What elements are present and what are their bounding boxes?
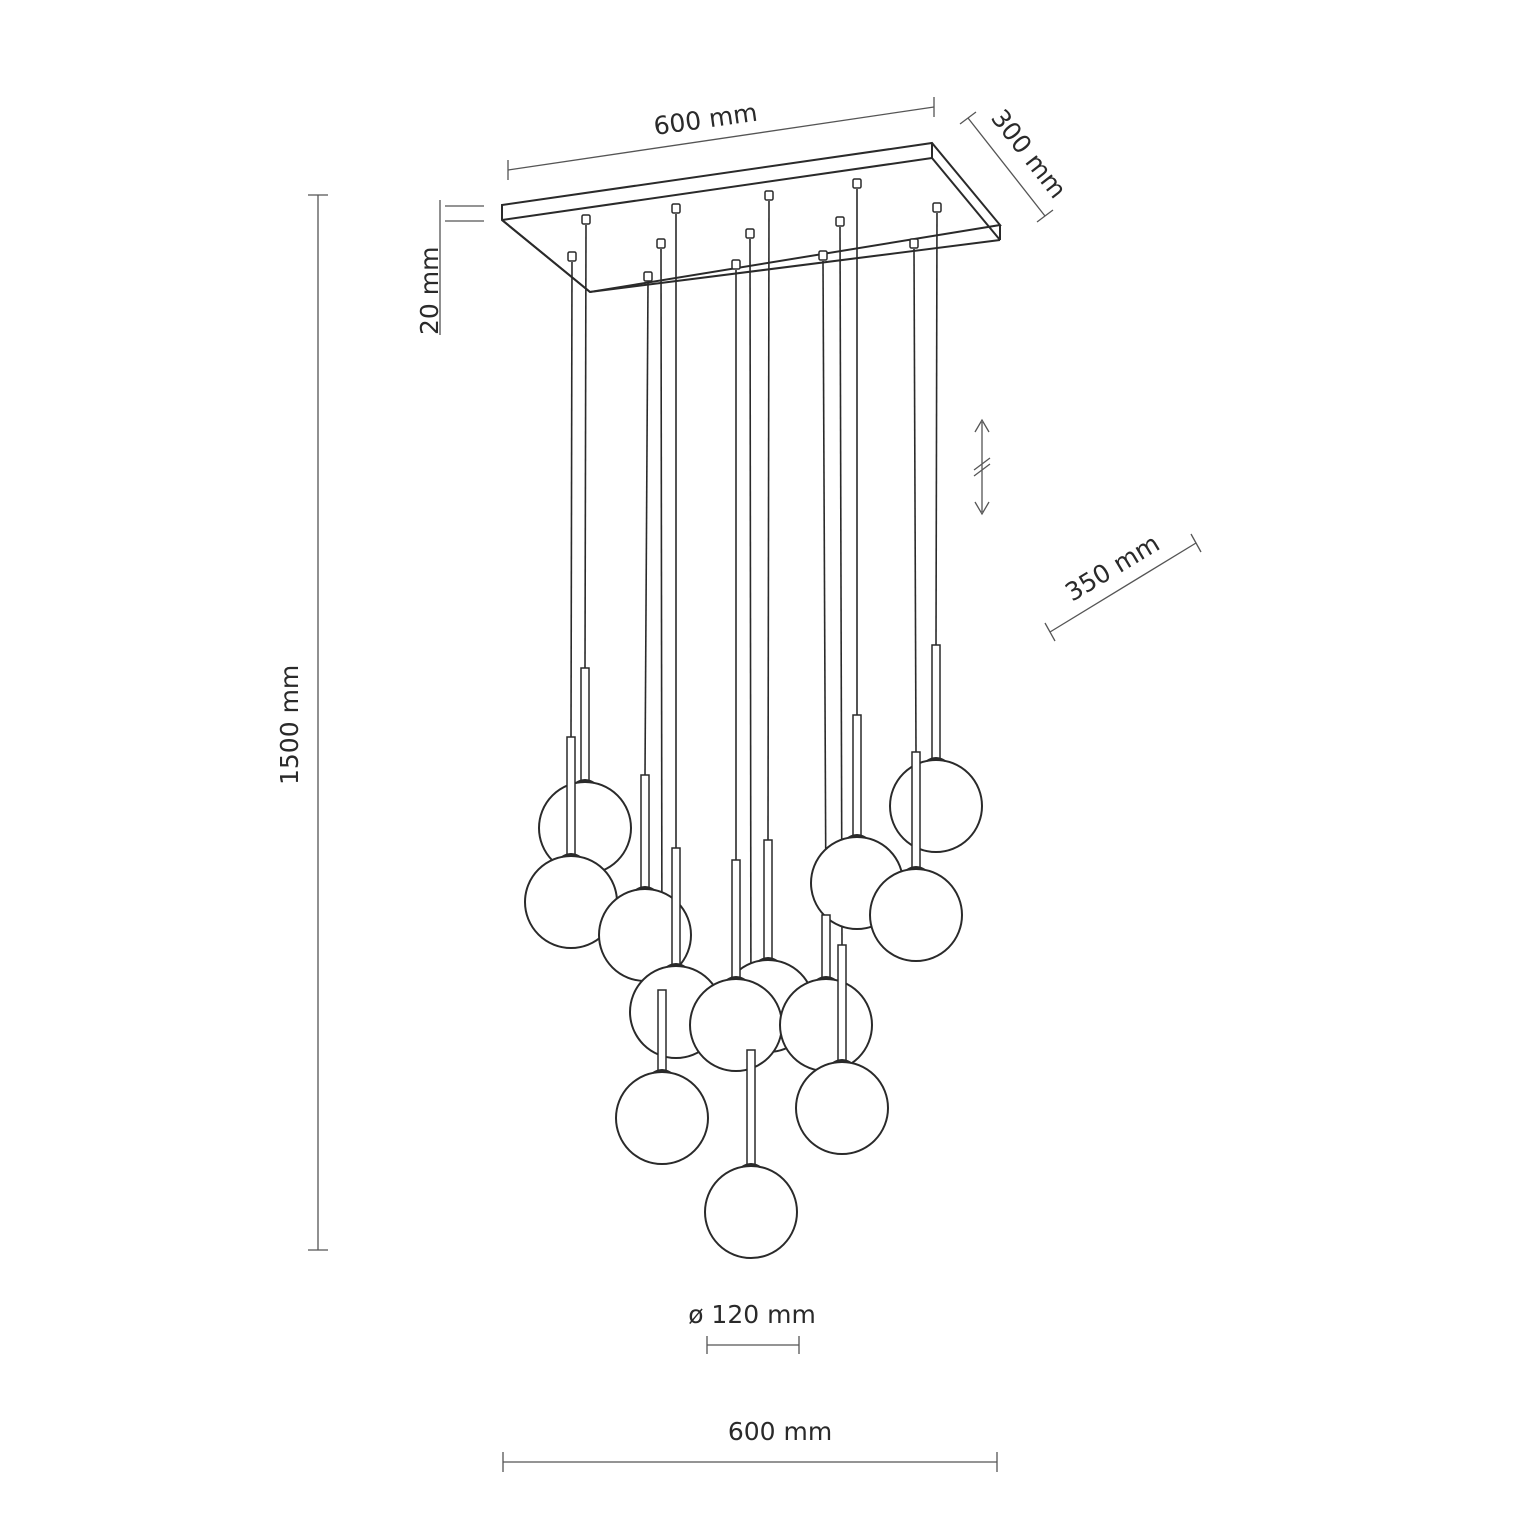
globe-cap [575,779,595,784]
globe-cap [635,886,655,891]
hook-icon [909,238,919,249]
hook-icon [764,190,774,201]
globe-pendant [704,1049,798,1259]
globe-cap [726,976,746,981]
pendant-cord [731,259,741,860]
globe-cap [832,1059,852,1064]
globe-pendant [689,859,783,1072]
pendant-cord [818,250,828,916]
globe-pendant [795,944,889,1155]
globe-pendant [615,989,709,1165]
adjustable-length-icon [973,418,991,516]
globe-pendant [889,644,983,853]
rod-length-dimension: 350 mm [1044,529,1202,642]
pendant-cord [671,203,681,848]
globe-pendant [524,736,618,949]
pendant-cord [656,238,666,991]
hook-icon [818,250,828,261]
canopy-depth-label: 300 mm [985,104,1072,204]
pendant-rod [821,914,831,980]
hook-icon [745,228,755,239]
pendant-cord [581,214,591,669]
globe-diameter-label: ø 120 mm [688,1300,816,1329]
glass-globe [704,1165,798,1259]
globe-cap [816,976,836,981]
hook-icon [567,251,577,262]
canopy-height-label: 20 mm [415,247,444,335]
pendant-cord [643,271,653,776]
globe-cap [561,853,581,858]
hook-icon [643,271,653,282]
glass-globe [779,978,873,1072]
pendant-cord [932,202,942,646]
overall-width-label: 600 mm [728,1417,832,1446]
glass-globe [869,868,963,962]
glass-globe [889,759,983,853]
overall-width-dimension: 600 mm [502,1417,998,1472]
pendant-rod [911,751,921,870]
pendant-cord [567,251,577,738]
globe-cap [652,1069,672,1074]
pendant-rod [763,839,773,961]
globe-diameter-dimension: ø 120 mm [688,1300,816,1354]
pendant-rod [931,644,941,761]
pendant-cord [764,190,774,841]
total-height-dimension: 1500 mm [275,194,328,1251]
rod-length-label: 350 mm [1060,529,1164,608]
glass-globe [795,1061,889,1155]
pendant-rod [640,774,650,890]
globe-pendant [869,751,963,962]
pendant-cord [909,238,919,753]
hook-icon [932,202,942,213]
globe-cap [758,957,778,962]
glass-globe [615,1071,709,1165]
hook-icon [581,214,591,225]
globe-cap [847,834,867,839]
pendant-rod [566,736,576,857]
canopy-length-label: 600 mm [652,98,759,141]
hook-icon [731,259,741,270]
canopy-depth-dimension: 300 mm [959,104,1072,223]
pendant-rod [837,944,847,1063]
pendants-group [524,178,983,1259]
globe-cap [666,963,686,968]
hook-icon [671,203,681,214]
total-height-label: 1500 mm [275,665,304,785]
globe-pendant [779,914,873,1072]
pendant-rod [580,667,590,783]
pendant-rod [746,1049,756,1167]
canopy-height-dimension: 20 mm [415,200,484,335]
hook-icon [656,238,666,249]
globe-cap [926,757,946,762]
pendant-cord [835,216,845,946]
pendant-rod [852,714,862,838]
hook-icon [835,216,845,227]
globe-cap [741,1163,761,1168]
globe-cap [906,866,926,871]
globe-pendant [538,667,632,875]
pendant-cord [852,178,862,715]
globe-pendant [598,774,692,982]
ceiling-canopy [501,141,1002,294]
glass-globe [689,978,783,1072]
hook-icon [852,178,862,189]
pendant-rod [731,859,741,980]
pendant-rod [657,989,667,1073]
pendant-rod [671,847,681,967]
pendant-cord [745,228,755,1051]
